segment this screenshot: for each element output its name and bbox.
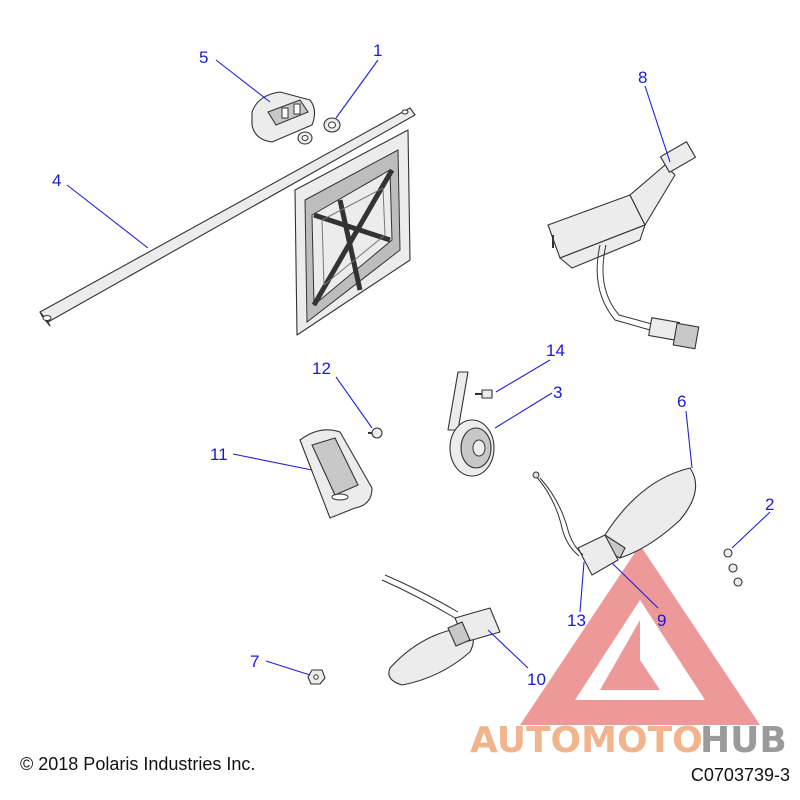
callout-3: 3 bbox=[553, 383, 562, 402]
callout-11: 11 bbox=[210, 445, 228, 464]
turn-signal-switch bbox=[547, 141, 700, 350]
mounting-bracket bbox=[299, 429, 373, 519]
callout-9: 9 bbox=[657, 611, 666, 630]
screw bbox=[368, 427, 383, 439]
right-turn-signal bbox=[532, 467, 697, 576]
copyright-notice: © 2018 Polaris Industries Inc. bbox=[20, 754, 256, 774]
callout-7: 7 bbox=[250, 652, 259, 671]
callout-10: 10 bbox=[527, 670, 546, 689]
callout-4: 4 bbox=[52, 171, 61, 190]
watermark-triangle bbox=[520, 545, 760, 725]
nut bbox=[307, 669, 326, 685]
figure-code: C0703739-3 bbox=[690, 765, 790, 785]
callout-12: 12 bbox=[312, 359, 331, 378]
license-plate-bracket bbox=[39, 107, 416, 336]
leader-lines bbox=[66, 59, 771, 676]
watermark-text-b: HUB bbox=[700, 720, 787, 761]
watermark-text: AUTOMOTO HUB bbox=[470, 720, 787, 761]
callout-13: 13 bbox=[567, 611, 586, 630]
watermark-text-a: AUTOMOTO bbox=[470, 720, 703, 761]
grommets bbox=[297, 117, 341, 145]
callout-14: 14 bbox=[546, 341, 565, 360]
callout-5: 5 bbox=[199, 48, 208, 67]
callout-8: 8 bbox=[638, 68, 647, 87]
callout-labels: 1 2 3 4 5 6 7 8 9 10 11 12 13 14 bbox=[52, 41, 774, 689]
callout-2: 2 bbox=[765, 495, 774, 514]
watermark-logo bbox=[520, 545, 760, 725]
callout-1: 1 bbox=[373, 41, 382, 60]
left-turn-signal bbox=[381, 574, 501, 686]
light-housing bbox=[251, 91, 316, 143]
horn bbox=[447, 371, 495, 477]
small-nuts bbox=[723, 548, 743, 587]
callout-6: 6 bbox=[677, 392, 686, 411]
